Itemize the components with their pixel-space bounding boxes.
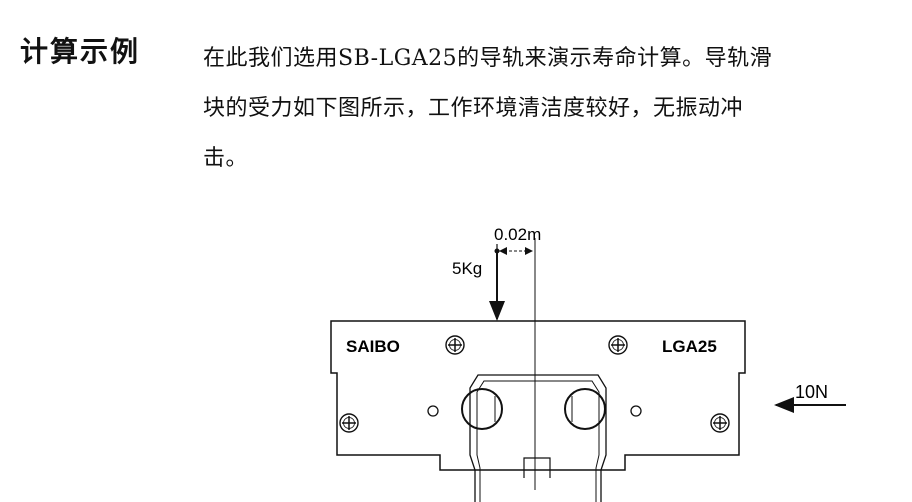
left-hole: [427, 405, 439, 417]
right-hole: [630, 405, 642, 417]
paragraph-line-2: 块的受力如下图所示，工作环境清洁度较好，无振动冲: [203, 96, 744, 121]
section-heading: 计算示例: [20, 35, 141, 68]
block-outline: [330, 320, 746, 471]
left-roller: [461, 388, 503, 430]
description-paragraph: 在此我们选用SB-LGA25的导轨来演示寿命计算。导轨滑 块的受力如下图所示，工…: [203, 34, 903, 184]
side-force-label: 10N: [795, 382, 828, 402]
right-roller: [564, 388, 606, 430]
screw-bottom-right-icon: [710, 413, 730, 433]
screw-top-right-icon: [608, 335, 628, 355]
brand-label: SAIBO: [346, 337, 400, 356]
screw-top-left-icon: [445, 335, 465, 355]
rail-profile: [469, 374, 607, 502]
offset-arrow-left: [499, 247, 507, 255]
model-label: LGA25: [662, 337, 717, 356]
vertical-load-label: 5Kg: [452, 259, 482, 278]
rail-slot: [523, 457, 551, 478]
offset-arrow-right: [525, 247, 533, 255]
paragraph-line-3: 击。: [203, 146, 249, 171]
paragraph-line-1: 在此我们选用SB-LGA25的导轨来演示寿命计算。导轨滑: [203, 46, 773, 71]
screw-bottom-left-icon: [339, 413, 359, 433]
rail-inner-profile: [476, 380, 600, 502]
load-point: [494, 248, 500, 254]
offset-label: 0.02m: [494, 225, 541, 244]
